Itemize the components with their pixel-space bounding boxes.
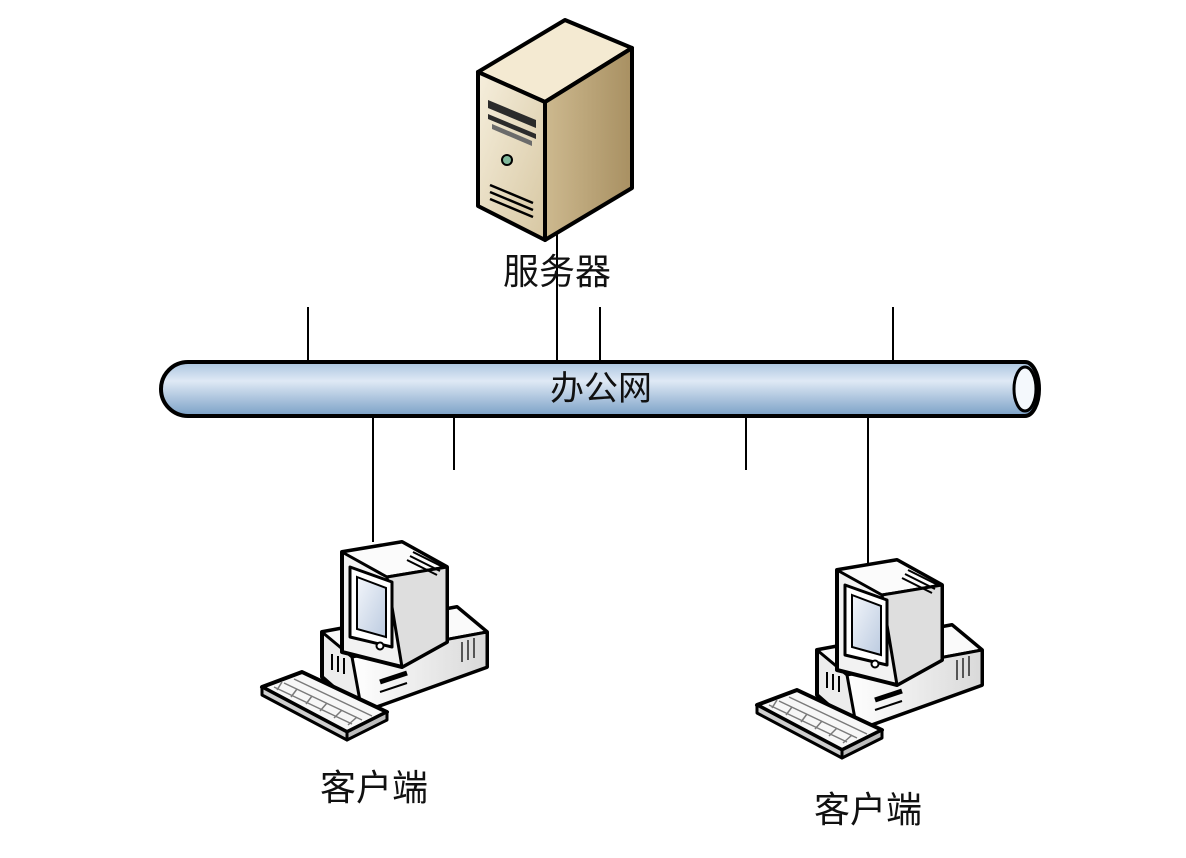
server-icon <box>476 18 634 242</box>
connection-lines <box>307 230 894 566</box>
client-right-computer-icon <box>757 560 982 758</box>
server-label: 服务器 <box>503 252 611 293</box>
client-left-label: 客户端 <box>320 768 428 809</box>
client-left-computer-icon <box>262 542 487 740</box>
client-right-label: 客户端 <box>814 790 922 831</box>
network-bus <box>159 360 1041 418</box>
network-label: 办公网 <box>550 369 652 409</box>
